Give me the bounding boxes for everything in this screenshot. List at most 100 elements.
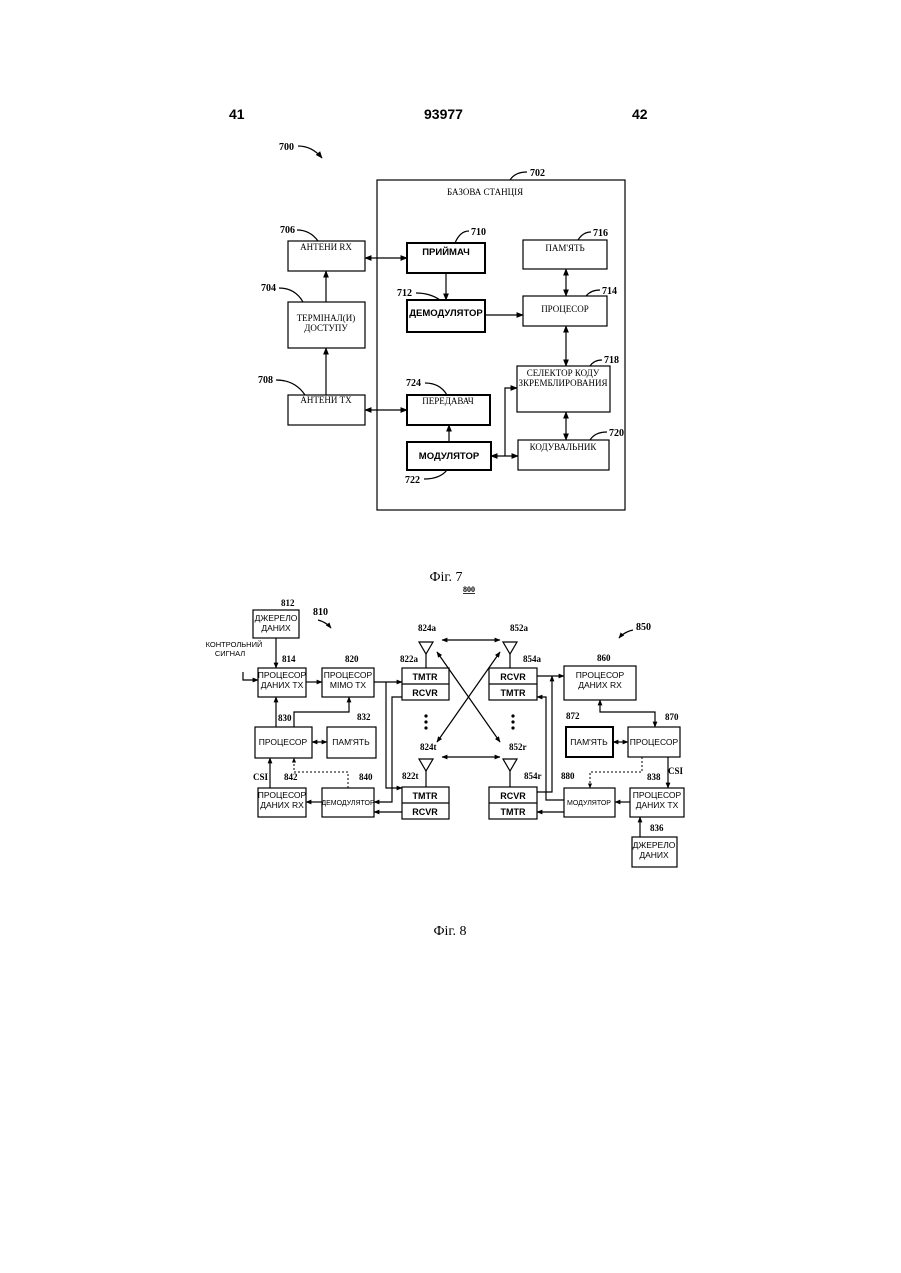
receiver-ref: 710 xyxy=(471,227,486,238)
trx-bottom-left-bottom: RCVR xyxy=(412,807,438,817)
rx-data-proc-right-ref: 860 xyxy=(597,653,611,663)
memory-ref: 716 xyxy=(593,228,608,239)
modulator-label: МОДУЛЯТОР xyxy=(419,451,480,462)
processor-left-ref: 830 xyxy=(278,713,292,723)
receiver-label: ПРИЙМАЧ xyxy=(422,246,470,258)
left-system-arrow xyxy=(318,620,331,628)
processor-right-ref: 870 xyxy=(665,712,679,722)
data-source-left-line1: ДЖЕРЕЛО xyxy=(255,613,298,623)
base-station-ref: 702 xyxy=(530,168,545,179)
link-proc-mimo xyxy=(294,697,349,727)
trx-top-left-bottom: RCVR xyxy=(412,688,438,698)
antenna-852r-ref: 852r xyxy=(509,742,527,752)
trx-bottom-right-bottom: TMTR xyxy=(501,807,526,817)
base-station-leader xyxy=(510,172,527,180)
antenna-824t-icon xyxy=(419,759,433,771)
encoder-ref: 720 xyxy=(609,428,624,439)
rx-data-proc-left-line1: ПРОЦЕСОР xyxy=(258,790,307,800)
data-source-right-ref: 836 xyxy=(650,823,664,833)
processor-right-label: ПРОЦЕСОР xyxy=(630,737,679,747)
link-modulator-trx-top xyxy=(537,697,564,800)
link-mimo-trx-bottom xyxy=(386,682,402,788)
encoder-label: КОДУВАЛЬНИК xyxy=(530,442,598,452)
memory-left-label: ПАМ'ЯТЬ xyxy=(332,737,370,747)
control-signal-arrow xyxy=(243,672,258,680)
fig8-caption: Фіг. 8 xyxy=(433,924,466,939)
mimo-tx-proc-block xyxy=(322,668,374,697)
antenna-852r-icon xyxy=(503,759,517,771)
antennas-tx-leader xyxy=(276,380,305,395)
antennas-tx-ref: 708 xyxy=(258,375,273,386)
ellipsis-dot-right-1 xyxy=(511,714,514,717)
trx-bottom-right-ref: 854r xyxy=(524,771,542,781)
memory-right-label: ПАМ'ЯТЬ xyxy=(570,737,608,747)
processor-left-label: ПРОЦЕСОР xyxy=(259,737,308,747)
right-system-ref: 850 xyxy=(636,622,651,633)
trx-top-right-bottom: TMTR xyxy=(501,688,526,698)
data-source-left-line2: ДАНИХ xyxy=(261,623,291,633)
csi-right-label: CSI xyxy=(668,766,684,776)
csi-left-label: CSI xyxy=(253,772,269,782)
scrambling-selector-line2: ЗКРЕМБЛИРОВАНИЯ xyxy=(518,378,607,388)
figure-7-diagram: 700 БАЗОВА СТАНЦІЯ 702 АНТЕНИ RX 706 ТЕР… xyxy=(0,0,901,600)
mimo-tx-proc-line2: MIMO TX xyxy=(330,680,367,690)
rx-data-proc-left-block xyxy=(258,788,306,817)
rx-data-proc-right-block xyxy=(564,666,636,700)
memory-right-ref: 872 xyxy=(566,711,580,721)
control-signal-line1: КОНТРОЛЬНИЙ xyxy=(206,640,263,649)
processor-right-block xyxy=(628,727,680,757)
mimo-tx-proc-line1: ПРОЦЕСОР xyxy=(324,670,373,680)
link-trx-top-demod xyxy=(374,697,402,802)
modulator-8-ref: 880 xyxy=(561,771,575,781)
trx-top-left-top: TMTR xyxy=(413,672,438,682)
access-terminals-ref: 704 xyxy=(261,283,276,294)
trx-bottom-left-block xyxy=(402,787,449,819)
access-terminals-leader xyxy=(279,288,303,302)
fig7-ref-arrow xyxy=(298,146,322,158)
right-system-arrow xyxy=(619,630,633,638)
ellipsis-dot-right-3 xyxy=(511,726,514,729)
antenna-852a-icon xyxy=(503,642,517,654)
antennas-rx-ref: 706 xyxy=(280,225,295,236)
rx-data-proc-left-line2: ДАНИХ RX xyxy=(260,800,304,810)
antenna-824a-ref: 824a xyxy=(418,623,437,633)
ellipsis-dot-left-1 xyxy=(424,714,427,717)
trx-bottom-left-top: TMTR xyxy=(413,791,438,801)
tx-data-proc-right-line2: ДАНИХ TX xyxy=(636,800,679,810)
tx-data-proc-left-line1: ПРОЦЕСОР xyxy=(258,670,307,680)
channel-cross-2 xyxy=(437,652,500,742)
demodulator-8-ref: 840 xyxy=(359,772,373,782)
memory-left-block xyxy=(327,727,376,758)
tx-data-proc-right-ref: 838 xyxy=(647,772,661,782)
modulator-ref: 722 xyxy=(405,475,420,486)
trx-top-left-ref: 822a xyxy=(400,654,419,664)
antenna-824t-ref: 824t xyxy=(420,742,437,752)
demodulator-8-block xyxy=(322,788,374,817)
trx-top-left-block xyxy=(402,668,449,700)
fig7-caption: Фіг. 7 xyxy=(429,570,462,585)
trx-bottom-right-top: RCVR xyxy=(500,791,526,801)
rx-data-proc-right-line1: ПРОЦЕСОР xyxy=(576,670,625,680)
fig7-ref-label: 700 xyxy=(279,142,294,153)
data-source-right-block xyxy=(632,837,677,867)
antennas-tx-label: АНТЕНИ TX xyxy=(300,395,352,405)
tx-data-proc-right-block xyxy=(630,788,684,817)
trx-bottom-right-block xyxy=(489,787,537,819)
rx-data-proc-right-line2: ДАНИХ RX xyxy=(578,680,622,690)
antenna-852a-ref: 852a xyxy=(510,623,529,633)
tx-data-proc-left-block xyxy=(258,668,306,697)
link-trx-bottom-rxproc-right xyxy=(537,676,552,792)
mimo-tx-proc-ref: 820 xyxy=(345,654,359,664)
demodulator-label: ДЕМОДУЛЯТОР xyxy=(409,308,483,319)
left-system-ref: 810 xyxy=(313,607,328,618)
modulator-8-label: МОДУЛЯТОР xyxy=(567,800,611,807)
processor-ref: 714 xyxy=(602,286,617,297)
rx-data-proc-left-ref: 842 xyxy=(284,772,298,782)
ellipsis-dot-right-2 xyxy=(511,720,514,723)
trx-top-right-ref: 854a xyxy=(523,654,542,664)
data-source-right-line1: ДЖЕРЕЛО xyxy=(633,840,676,850)
demodulator-8-label: ДЕМОДУЛЯТОР xyxy=(321,800,375,807)
memory-left-ref: 832 xyxy=(357,712,371,722)
ellipsis-dot-left-3 xyxy=(424,726,427,729)
memory-label: ПАМ'ЯТЬ xyxy=(545,243,584,253)
